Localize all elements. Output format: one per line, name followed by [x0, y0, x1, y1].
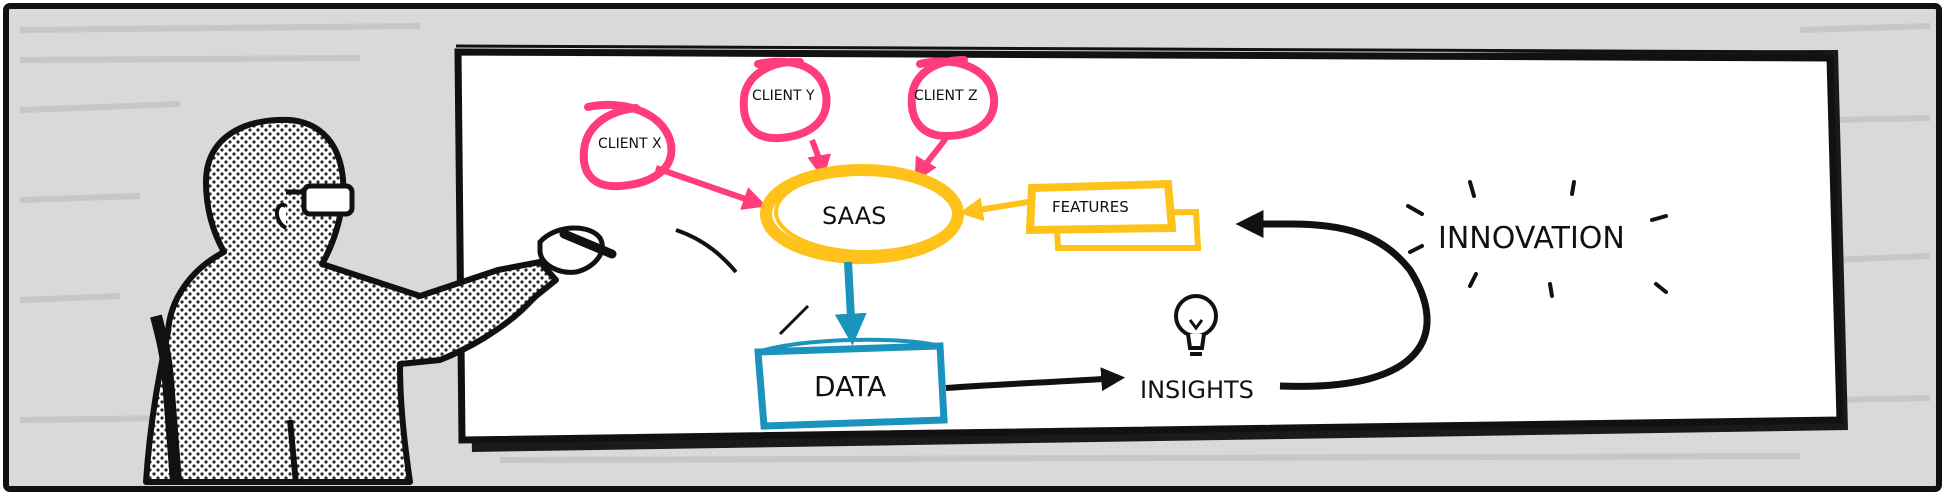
arrow-insights-to-innovation-loop [1235, 210, 1431, 390]
arrow-features-to-saas [958, 197, 1029, 222]
data-label: DATA [814, 370, 886, 403]
client-z-node: CLIENT Z [907, 56, 999, 141]
arrow-client-z-to-saas [914, 136, 949, 183]
arrow-saas-to-data [834, 261, 867, 346]
presenter-figure [143, 116, 617, 485]
client-y-label: CLIENT Y [752, 88, 815, 104]
features-label: FEATURES [1052, 198, 1129, 216]
saas-hub: SAAS [760, 164, 964, 264]
client-z-label: CLIENT Z [914, 88, 978, 104]
innovation-label: INNOVATION [1438, 221, 1625, 256]
saas-label: SAAS [822, 202, 886, 230]
panel-frame [3, 3, 1942, 492]
marker-pen-icon [559, 229, 617, 259]
sketch-stroke [778, 304, 810, 336]
arrow-data-to-insights [945, 367, 1126, 392]
data-store: DATA [754, 337, 948, 430]
client-x-label: CLIENT X [598, 136, 662, 152]
features-box: FEATURES [1025, 179, 1202, 251]
lightbulb-icon [1174, 294, 1218, 356]
client-x-node: CLIENT X [579, 100, 676, 191]
sketch-stroke [675, 228, 738, 274]
gray-scribble-texture [19, 23, 1931, 463]
glasses [301, 183, 355, 217]
arrow-client-x-to-saas [655, 165, 767, 210]
innovation-burst [1406, 180, 1668, 298]
insights-label: INSIGHTS [1140, 376, 1254, 404]
client-y-node: CLIENT Y [739, 57, 831, 143]
